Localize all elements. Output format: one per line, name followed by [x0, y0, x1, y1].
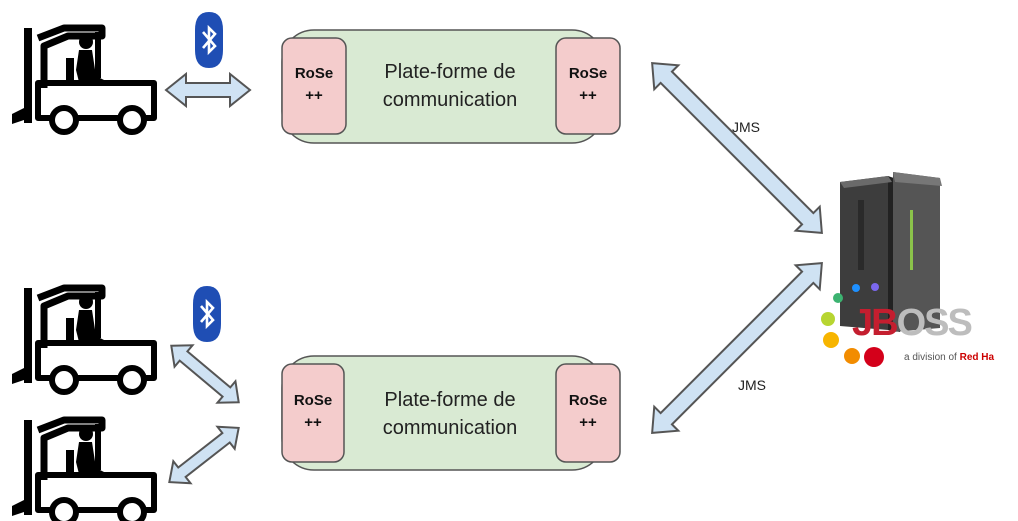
- forklift-icon: [12, 420, 154, 521]
- jboss-logo-dots: [821, 283, 884, 367]
- bluetooth-icon: [191, 284, 223, 344]
- rose-module-left-label: RoSe ++: [294, 65, 334, 104]
- rose-module-left-label: RoSe ++: [293, 392, 333, 431]
- jboss-wordmark: JBOSS: [852, 302, 973, 344]
- rose-module-left: [281, 37, 347, 135]
- jms-label: JMS: [738, 377, 766, 393]
- forklift-icon: [12, 288, 154, 392]
- rose-module-left: [281, 363, 345, 463]
- bluetooth-link-arrow: [168, 425, 240, 485]
- jms-link-arrow: [651, 62, 823, 234]
- platform-title: Plate-forme de communication: [382, 61, 518, 111]
- bluetooth-icon: [193, 10, 225, 70]
- forklift-icon: [12, 28, 154, 132]
- rose-module-right-label: RoSe ++: [568, 392, 608, 431]
- rose-module-right-label: RoSe ++: [568, 65, 608, 104]
- bluetooth-link-arrow: [170, 344, 240, 404]
- rose-module-right: [555, 363, 621, 463]
- bluetooth-link-arrow: [164, 71, 252, 109]
- jms-link-arrow: [651, 262, 823, 434]
- rose-module-right: [555, 37, 621, 135]
- platform-title: Plate-forme de communication: [382, 389, 518, 439]
- jboss-tagline: a division of Red Ha: [904, 352, 995, 363]
- jms-label: JMS: [732, 119, 760, 135]
- server-icon: [840, 172, 942, 332]
